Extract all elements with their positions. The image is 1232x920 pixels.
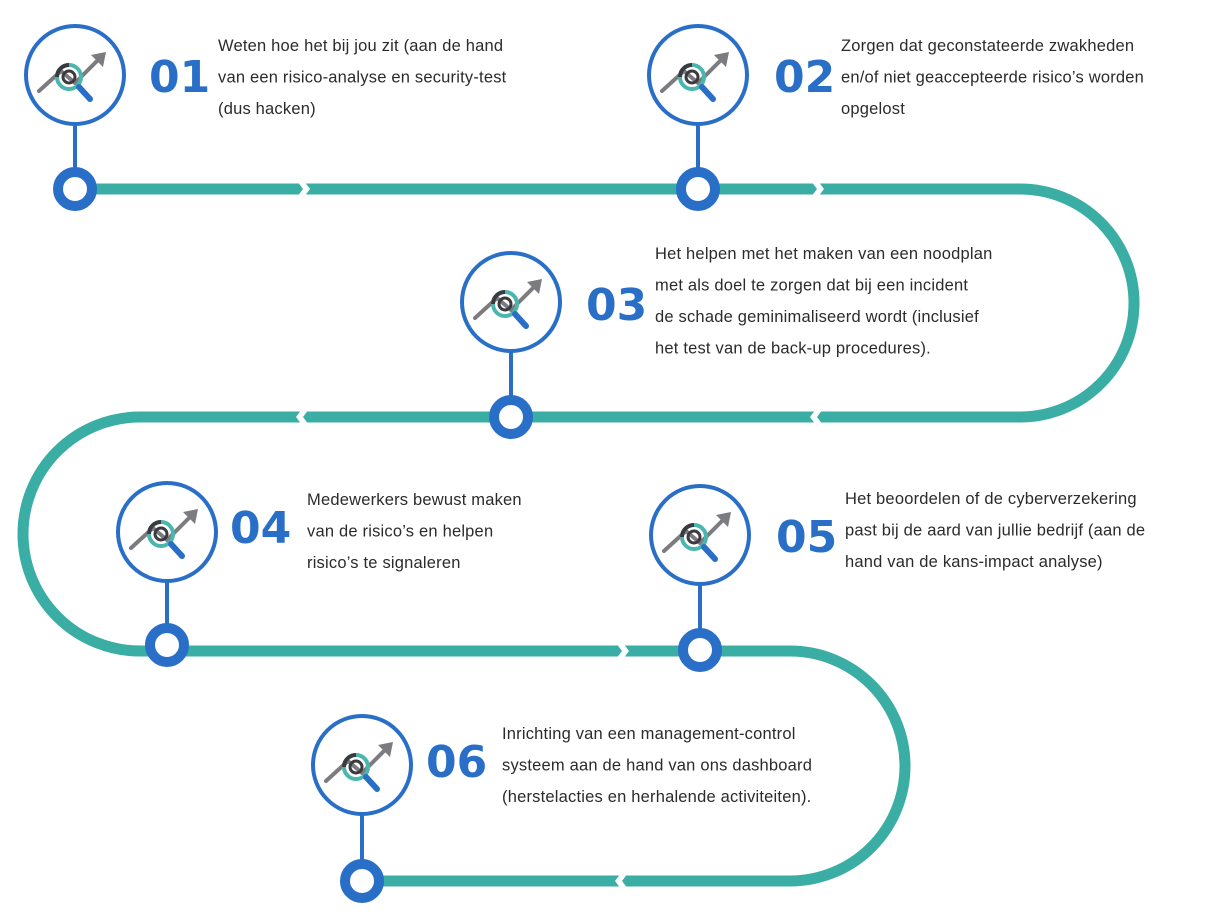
step-description: Het helpen met het maken van een noodpla… bbox=[655, 245, 993, 358]
road-row-3 bbox=[140, 645, 911, 887]
step-description-line: risico’s te signaleren bbox=[307, 554, 461, 572]
step-description-line: Medewerkers bewust maken bbox=[307, 491, 522, 509]
risk-analysis-magnifier-icon bbox=[660, 52, 729, 102]
step-description-line: (herstelacties en herhalende activiteite… bbox=[502, 788, 811, 806]
road-chevron-gap bbox=[615, 873, 628, 889]
road-row-1 bbox=[74, 183, 1140, 423]
step-description: Zorgen dat geconstateerde zwakheden en/of… bbox=[841, 37, 1144, 118]
step-description: Het beoordelen of de cyberverzekering pas… bbox=[845, 490, 1145, 571]
step-description: Inrichting van een management-control sys… bbox=[502, 725, 812, 806]
step-number: 05 bbox=[776, 512, 837, 563]
step-description-line: past bij de aard van jullie bedrijf (aan… bbox=[845, 522, 1145, 540]
step-description: Weten hoe het bij jou zit (aan de hand va… bbox=[218, 37, 507, 118]
step-description-line: van de risico’s en helpen bbox=[307, 523, 493, 541]
risk-analysis-magnifier-icon bbox=[324, 742, 393, 792]
step-description-line: (dus hacken) bbox=[218, 100, 316, 118]
step-02: 02 Zorgen dat geconstateerde zwakheden en/… bbox=[647, 24, 1144, 211]
road-chevron-gap bbox=[297, 181, 310, 197]
road-chevron-gap bbox=[296, 409, 309, 425]
step-description-line: Zorgen dat geconstateerde zwakheden bbox=[841, 37, 1134, 55]
risk-analysis-magnifier-icon bbox=[129, 509, 198, 559]
risk-analysis-magnifier-icon bbox=[662, 512, 731, 562]
road-chevron-gap bbox=[616, 643, 629, 659]
road-node bbox=[145, 623, 189, 667]
winding-road bbox=[17, 183, 1140, 887]
step-description-line: Weten hoe het bij jou zit (aan de hand bbox=[218, 37, 503, 55]
step-04: 04 Medewerkers bewust maken van de risico’… bbox=[116, 481, 522, 667]
road-node bbox=[53, 167, 97, 211]
road-node bbox=[676, 167, 720, 211]
step-05: 05 Het beoordelen of de cyberverzekering p… bbox=[649, 484, 1145, 672]
step-number: 06 bbox=[426, 737, 487, 788]
step-description-line: het test van de back-up procedures). bbox=[655, 340, 931, 358]
road-node bbox=[489, 395, 533, 439]
road-row-2 bbox=[17, 411, 1020, 657]
step-description-line: en/of niet geaccepteerde risico’s worden bbox=[841, 69, 1144, 87]
step-03: 03 Het helpen met het maken van een noodp… bbox=[460, 245, 993, 439]
step-number: 01 bbox=[149, 52, 210, 103]
road-chevron-gaps bbox=[296, 181, 824, 889]
road-node bbox=[678, 628, 722, 672]
road-chevron-gap bbox=[811, 181, 824, 197]
step-description-line: hand van de kans-impact analyse) bbox=[845, 553, 1103, 571]
step-description-line: systeem aan de hand van ons dashboard bbox=[502, 757, 812, 775]
step-description-line: Het helpen met het maken van een noodpla… bbox=[655, 245, 993, 263]
road-chevron-gap bbox=[810, 409, 823, 425]
step-number: 03 bbox=[586, 280, 647, 331]
step-description-line: met als doel te zorgen dat bij een incid… bbox=[655, 277, 968, 295]
step-description-line: Het beoordelen of de cyberverzekering bbox=[845, 490, 1137, 508]
step-description: Medewerkers bewust maken van de risico’s … bbox=[307, 491, 522, 572]
step-description-line: opgelost bbox=[841, 100, 905, 118]
step-description-line: van een risico-analyse en security-test bbox=[218, 69, 507, 87]
step-description-line: Inrichting van een management-control bbox=[502, 725, 796, 743]
road-node bbox=[340, 859, 384, 903]
risk-analysis-magnifier-icon bbox=[37, 52, 106, 102]
risk-analysis-magnifier-icon bbox=[473, 279, 542, 329]
step-description-line: de schade geminimaliseerd wordt (inclusi… bbox=[655, 308, 979, 326]
step-number: 04 bbox=[230, 503, 291, 554]
step-number: 02 bbox=[774, 52, 835, 103]
step-06: 06 Inrichting van een management-control s… bbox=[311, 714, 812, 903]
